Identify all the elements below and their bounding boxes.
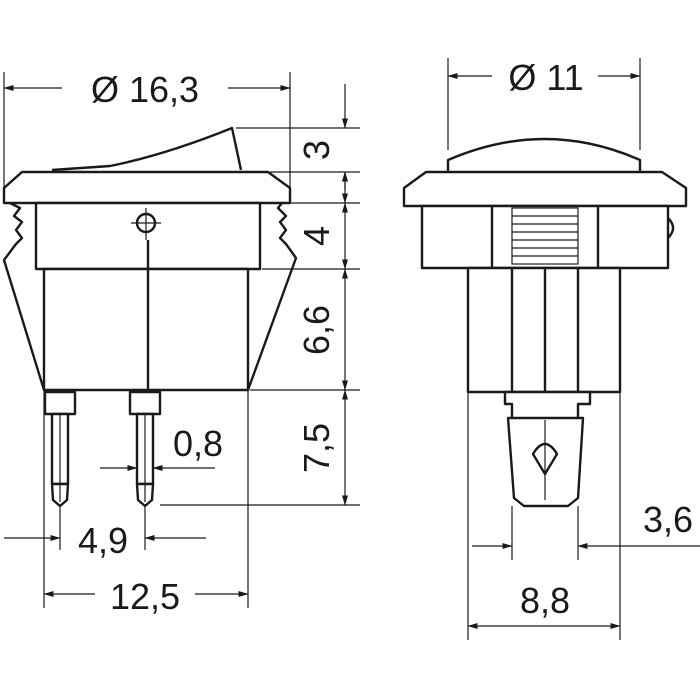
dim-actuator-height: 3	[296, 140, 337, 160]
dim-body-width: 12,5	[110, 576, 180, 617]
front-bezel-flange	[2, 170, 292, 205]
center-mark-icon	[131, 208, 161, 240]
side-diameter-label: Ø 11	[508, 57, 583, 98]
dim-bezel-height: 4	[296, 226, 337, 246]
front-lower-housing	[42, 267, 250, 392]
dim-terminal-pitch: 4,9	[78, 520, 128, 561]
dim-terminal-width: 0,8	[173, 423, 223, 464]
front-view	[2, 126, 298, 508]
front-diameter-label: Ø 16,3	[91, 69, 199, 110]
side-dimensions: Ø 11 3,6 8,8	[447, 57, 700, 640]
dim-terminal-offset: 3,6	[643, 499, 693, 540]
dim-body-height: 6,6	[296, 305, 337, 355]
side-view	[402, 137, 688, 508]
ribbed-detail	[511, 207, 579, 265]
dim-side-body-width: 8,8	[520, 580, 570, 621]
right-terminal	[128, 390, 162, 508]
side-bezel-flange	[402, 170, 688, 208]
rocker-actuator	[51, 126, 243, 172]
left-snap-clip	[2, 201, 46, 391]
side-upper-housing	[420, 204, 670, 270]
side-terminal	[503, 390, 592, 508]
left-terminal	[43, 390, 77, 508]
dim-terminal-height: 7,5	[296, 423, 337, 473]
terminal-hole-icon	[531, 420, 559, 500]
side-notch	[667, 217, 675, 239]
side-dome	[446, 137, 642, 172]
right-snap-clip	[246, 202, 298, 391]
front-dimensions: Ø 16,3 3 4 6,6 7,5 0,8 4,9 12,5	[3, 69, 360, 617]
